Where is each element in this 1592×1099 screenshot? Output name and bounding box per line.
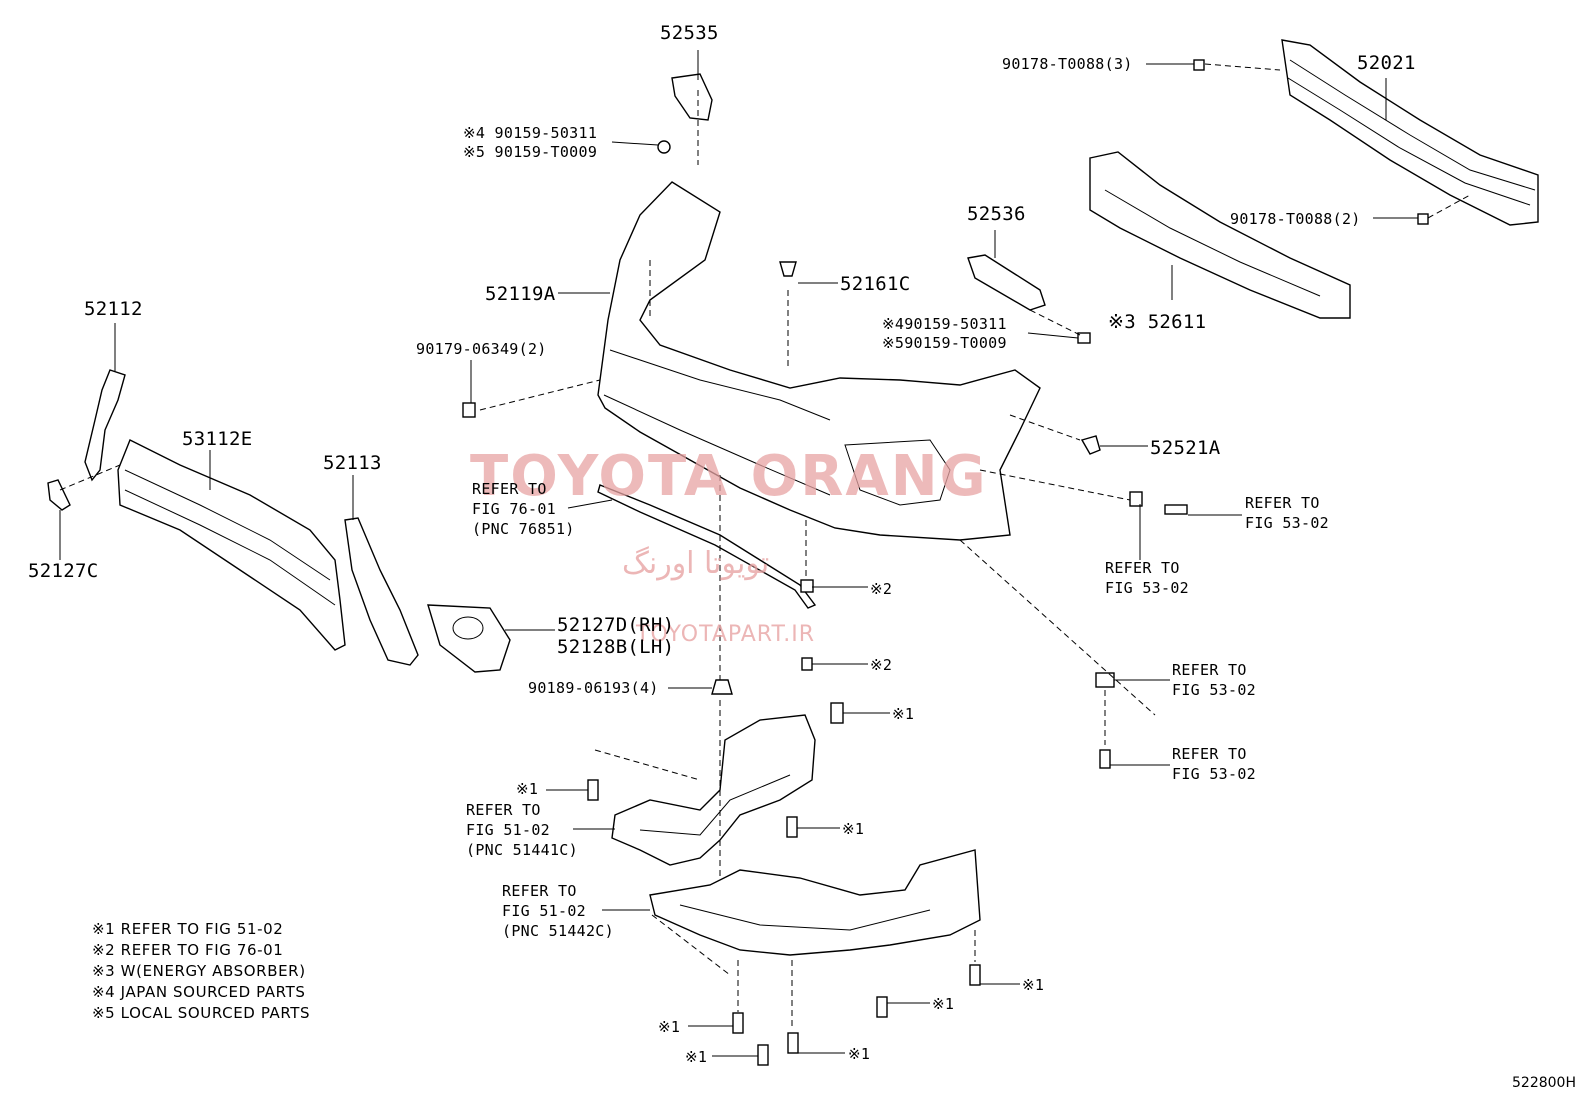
label-90189-06193: 90189-06193(4) [528, 679, 659, 697]
watermark-brand: TOYOTA ORANG [470, 444, 988, 509]
watermark-farsi: تویوتا اورنگ [622, 546, 770, 581]
label-refer-fig-53-02-screw: REFER TO FIG 53-02 [1172, 745, 1256, 783]
label-90178-t0088-3: 90178-T0088(3) [1002, 55, 1133, 73]
label-note-2-a: ※2 [870, 580, 893, 598]
label-52127c: 52127C [28, 560, 99, 582]
fastener-set [462, 59, 1429, 1066]
bracket-52535 [671, 73, 713, 121]
label-note-1-g: ※1 [848, 1045, 871, 1063]
legend-item: ※3 W(ENERGY ABSORBER) [92, 962, 306, 980]
label-90159-50311-mid: ※490159-50311 [882, 315, 1007, 333]
grille-53112e [117, 439, 346, 651]
label-90179-06349: 90179-06349(2) [416, 340, 547, 358]
engine-under-cover-51441c [611, 714, 816, 866]
label-note-1-b: ※1 [516, 780, 539, 798]
watermark-site: TOYOTAPART.IR [636, 622, 816, 647]
label-refer-fig-76-01: REFER TO FIG 76-01 (PNC 76851) [472, 480, 575, 538]
label-note-1-d: ※1 [1022, 976, 1045, 994]
label-90159-t0009-mid: ※590159-T0009 [882, 334, 1007, 352]
label-refer-fig-53-02-clip: REFER TO FIG 53-02 [1105, 559, 1189, 597]
label-note-1-c: ※1 [842, 820, 865, 838]
bumper-reinforcement-52021 [1281, 39, 1539, 226]
lower-spoiler-strip [597, 484, 817, 609]
garnish-52112 [84, 369, 126, 482]
label-90159-t0009-top: ※5 90159-T0009 [463, 143, 598, 161]
label-note-1-f: ※1 [658, 1018, 681, 1036]
diagram-code: 522800H [1512, 1075, 1576, 1091]
cap-52127c [47, 479, 71, 511]
label-refer-fig-51-02-51441c: REFER TO FIG 51-02 (PNC 51441C) [466, 801, 578, 859]
bumper-cover-52119a [597, 181, 1041, 541]
assembly-dashed-lines [59, 63, 1471, 1030]
fog-cover-52127d [427, 604, 511, 673]
label-52161c: 52161C [840, 273, 911, 295]
label-note-1-h: ※1 [685, 1048, 708, 1066]
label-refer-fig-53-02-retainer: REFER TO FIG 53-02 [1172, 661, 1256, 699]
label-52536: 52536 [967, 203, 1026, 225]
label-52119a: 52119A [485, 283, 556, 305]
label-52521a: 52521A [1150, 437, 1221, 459]
label-52021: 52021 [1357, 52, 1416, 74]
energy-absorber-52611 [1089, 151, 1351, 319]
label-52611: ※3 52611 [1108, 311, 1207, 333]
label-refer-fig-51-02-51442c: REFER TO FIG 51-02 (PNC 51442C) [502, 882, 614, 940]
label-refer-fig-53-02-bolt: REFER TO FIG 53-02 [1245, 494, 1329, 532]
label-52535: 52535 [660, 22, 719, 44]
legend-item: ※1 REFER TO FIG 51-02 [92, 920, 284, 938]
label-52112: 52112 [84, 298, 143, 320]
label-90159-50311-top: ※4 90159-50311 [463, 124, 598, 142]
bracket-52536 [967, 254, 1046, 311]
label-52113: 52113 [323, 452, 382, 474]
engine-under-cover-51442c [649, 849, 981, 956]
legend-item: ※4 JAPAN SOURCED PARTS [92, 983, 306, 1001]
garnish-52113 [344, 517, 419, 666]
label-52128b: 52128B(LH) [557, 636, 675, 658]
label-note-2-b: ※2 [870, 656, 893, 674]
legend-item: ※2 REFER TO FIG 76-01 [92, 941, 284, 959]
leader-lines [59, 50, 1418, 1057]
label-note-1-a: ※1 [892, 705, 915, 723]
label-90178-t0088-2: 90178-T0088(2) [1230, 210, 1361, 228]
legend-item: ※5 LOCAL SOURCED PARTS [92, 1004, 311, 1022]
label-53112e: 53112E [182, 428, 253, 450]
label-52127d: 52127D(RH) [557, 614, 675, 636]
footnote-legend: ※1 REFER TO FIG 51-02 ※2 REFER TO FIG 76… [92, 919, 310, 1024]
label-note-1-e: ※1 [932, 995, 955, 1013]
